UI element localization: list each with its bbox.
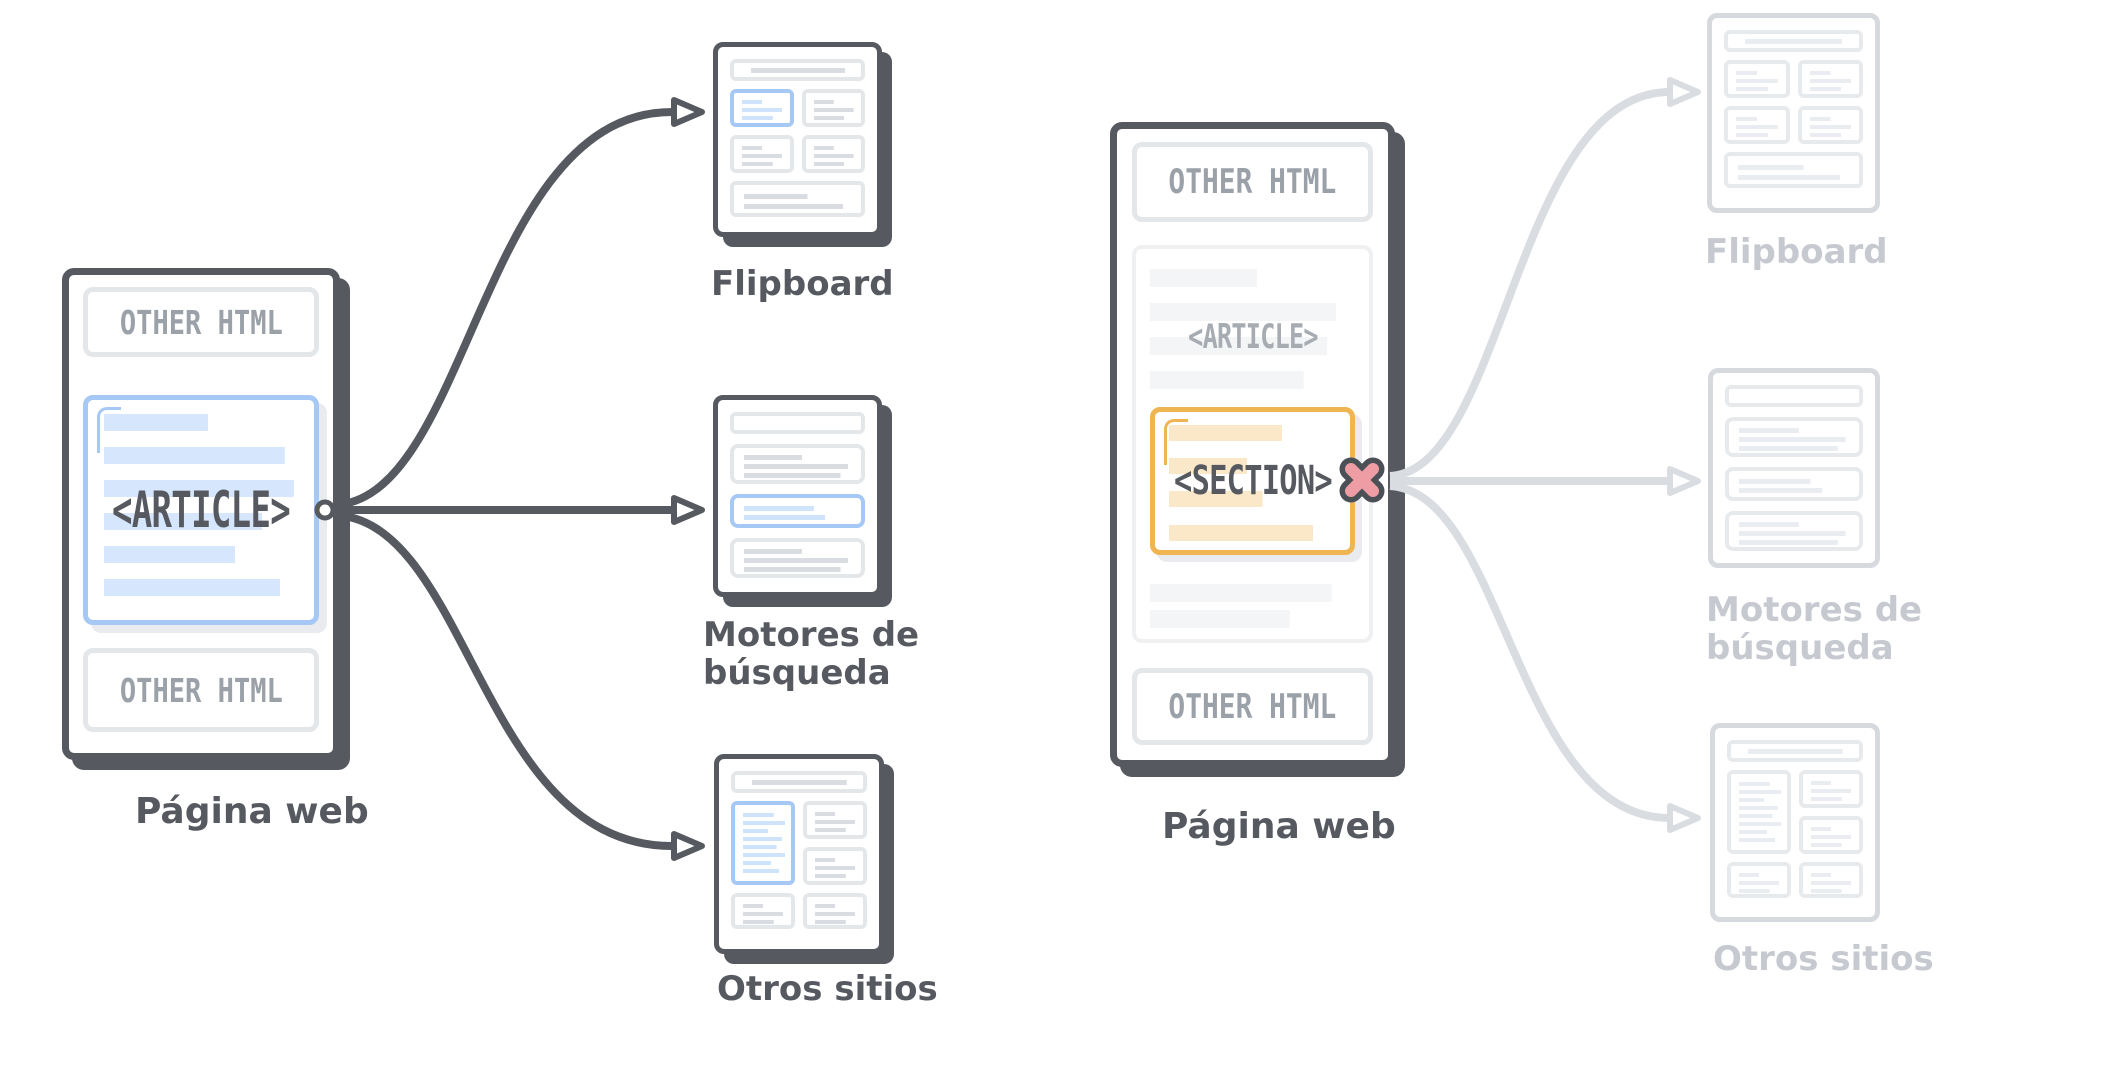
web-page-card-section: OTHER HTML <ARTICLE> <SECTION> OTHER HTM…	[1110, 122, 1395, 767]
article-container: <ARTICLE> <SECTION>	[1132, 245, 1373, 643]
search-result	[1725, 511, 1863, 551]
other-html-label: OTHER HTML	[119, 302, 283, 342]
page-header-bar	[730, 59, 865, 81]
target-label-other-sites-dimmed: Otros sitios	[1713, 939, 1934, 979]
content-card	[1727, 862, 1791, 898]
search-result	[1725, 467, 1863, 501]
content-card	[1724, 106, 1790, 144]
page-header-bar	[1727, 740, 1863, 762]
content-card	[801, 89, 865, 127]
arrow-to-flipboard	[333, 108, 673, 509]
article-tag-label-faint: <ARTICLE>	[1187, 317, 1318, 357]
content-card	[1724, 60, 1790, 98]
section-element-box: <SECTION>	[1150, 407, 1355, 555]
page-footer-block	[730, 181, 865, 217]
other-html-label: OTHER HTML	[1168, 162, 1337, 202]
content-card	[801, 135, 865, 173]
content-card	[1799, 862, 1863, 898]
corner-bracket-icon	[97, 407, 121, 453]
content-card	[730, 135, 794, 173]
target-label-search-engines: Motores de búsqueda	[703, 615, 920, 694]
target-label-search-engines-dimmed: Motores de búsqueda	[1706, 590, 1923, 669]
search-engines-thumbnail	[713, 395, 882, 597]
arrowhead-icon	[671, 831, 705, 861]
flipboard-thumbnail	[713, 42, 882, 237]
content-card	[1799, 770, 1863, 808]
highlighted-article-card	[730, 89, 794, 127]
page-header-bar	[731, 771, 867, 793]
arrowhead-icon	[1667, 466, 1701, 496]
page-label-right: Página web	[1162, 806, 1396, 847]
section-tag-label: <SECTION>	[1173, 458, 1333, 504]
card-row	[730, 135, 865, 173]
target-label-other-sites: Otros sitios	[717, 969, 938, 1009]
blocked-arrow-to-other-sites	[1389, 482, 1671, 822]
other-sites-thumbnail-dimmed	[1710, 723, 1880, 922]
content-card	[803, 847, 867, 885]
page-footer-block	[1724, 152, 1863, 188]
target-label-flipboard-dimmed: Flipboard	[1705, 232, 1888, 272]
highlighted-article-column	[731, 801, 795, 885]
arrowhead-icon	[671, 495, 705, 525]
other-html-block-bottom: OTHER HTML	[83, 648, 319, 732]
article-tag-label: <ARTICLE>	[111, 481, 291, 539]
content-card	[731, 893, 795, 929]
other-html-block-top: OTHER HTML	[83, 287, 319, 357]
arrowhead-icon	[1667, 803, 1701, 833]
flipboard-thumbnail-dimmed	[1707, 13, 1880, 213]
card-row	[1724, 60, 1863, 98]
blocked-arrow-to-flipboard	[1389, 88, 1671, 480]
card-grid	[1727, 770, 1863, 898]
arrowhead-icon	[1667, 77, 1701, 107]
search-bar	[1725, 385, 1863, 407]
search-result	[730, 444, 865, 484]
blocked-arrows	[1389, 77, 1701, 833]
allowed-arrows	[314, 97, 705, 861]
web-page-card-article: OTHER HTML <ARTICLE> OTHER HTML	[62, 268, 340, 760]
highlighted-search-result	[730, 494, 865, 528]
other-sites-thumbnail	[714, 754, 884, 954]
page-header-bar	[1724, 30, 1863, 52]
other-html-label: OTHER HTML	[1168, 686, 1337, 727]
card-row	[730, 89, 865, 127]
target-label-flipboard: Flipboard	[711, 264, 894, 304]
page-label-left: Página web	[135, 791, 369, 832]
search-result	[730, 538, 865, 578]
arrow-to-other-sites	[333, 511, 673, 850]
search-result	[1725, 417, 1863, 457]
search-bar	[730, 412, 865, 434]
content-card	[1797, 106, 1863, 144]
content-card	[1799, 816, 1863, 854]
article-element-box: <ARTICLE>	[83, 395, 319, 625]
content-card	[1797, 60, 1863, 98]
card-grid	[731, 801, 867, 929]
other-html-block-bottom: OTHER HTML	[1132, 668, 1373, 745]
search-engines-thumbnail-dimmed	[1708, 368, 1880, 568]
article-column	[1727, 770, 1791, 854]
card-row	[1724, 106, 1863, 144]
other-html-label: OTHER HTML	[119, 670, 283, 710]
corner-bracket-icon	[1164, 419, 1188, 465]
content-card	[803, 801, 867, 839]
other-html-block-top: OTHER HTML	[1132, 142, 1373, 222]
arrowhead-icon	[671, 97, 705, 127]
content-card	[803, 893, 867, 929]
